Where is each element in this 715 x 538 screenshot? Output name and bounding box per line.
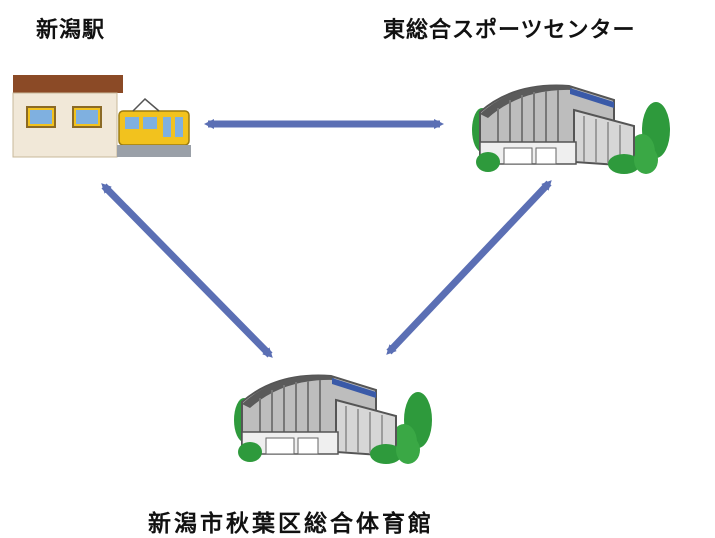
- akiha-gym-label: 新潟市秋葉区総合体育館: [148, 511, 434, 537]
- train-station-icon: [12, 75, 191, 158]
- east-center-label: 東総合スポーツセンター: [383, 18, 636, 43]
- station-label: 新潟駅: [36, 18, 106, 43]
- arrow-east-akiha: [386, 180, 552, 355]
- sports-arena-icon-east: [471, 84, 671, 175]
- sports-arena-icon-akiha: [233, 374, 433, 465]
- arrow-station-akiha: [101, 183, 273, 358]
